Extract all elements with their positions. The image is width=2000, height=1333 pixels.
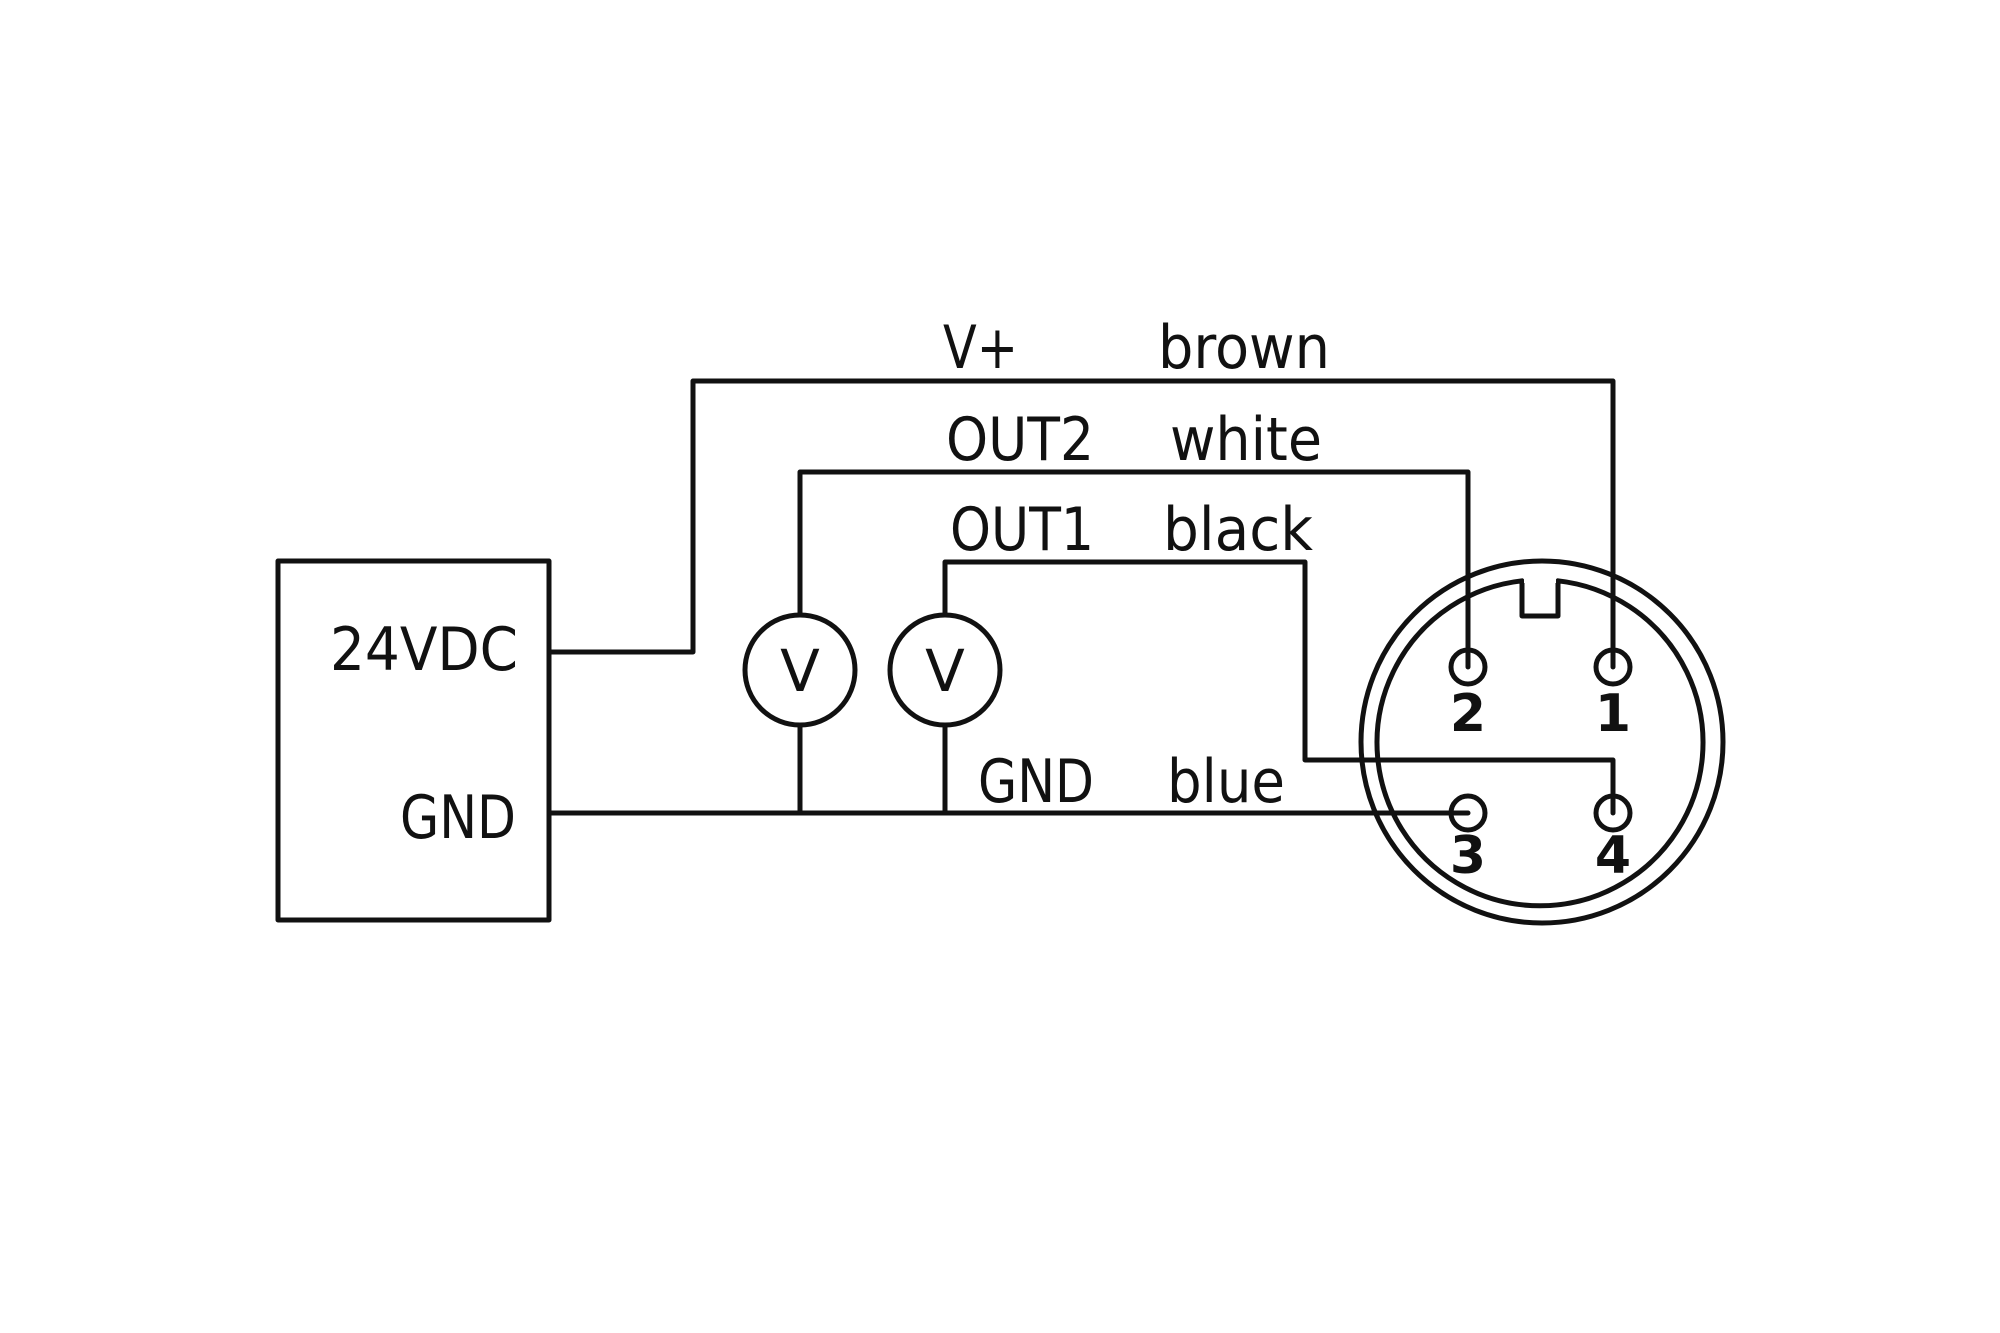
wire-vplus-path (546, 378, 1616, 670)
connector-outer-ring (1358, 558, 1726, 926)
voltmeter-2-symbol: V (925, 637, 965, 705)
pin-2-contact (1448, 647, 1488, 687)
pin-4-label: 4 (1595, 826, 1631, 886)
wire-vplus-signal-label: V+ (943, 313, 1018, 383)
wire-out2-color-label: white (1170, 405, 1322, 475)
connector-pin-3: 3 (1448, 793, 1488, 886)
power-supply-gnd-label: GND (400, 783, 516, 853)
wire-out2-signal-label: OUT2 (946, 405, 1094, 475)
pin-1-contact (1593, 647, 1633, 687)
voltmeter-1-symbol: V (780, 637, 820, 705)
wire-out1-signal-label: OUT1 (950, 495, 1094, 565)
voltmeter-2-circle (887, 612, 1003, 728)
voltmeter-1-circle (742, 612, 858, 728)
wire-out2-white: OUT2 white (797, 405, 1471, 670)
wire-gnd-signal-label: GND (978, 747, 1094, 817)
pin-1-label: 1 (1595, 684, 1631, 744)
wire-gnd-blue: GND blue (546, 722, 1471, 817)
connector-m12: 1 2 3 4 (1358, 558, 1726, 926)
connector-inner-ring-with-key (1374, 578, 1706, 909)
connector-pin-2: 2 (1448, 647, 1488, 744)
power-supply-24vdc-label: 24VDC (330, 615, 518, 685)
wire-out1-black: OUT1 black (942, 495, 1616, 816)
power-supply: 24VDC GND (275, 558, 552, 923)
wire-out2-path (797, 469, 1471, 670)
wire-out1-path (942, 559, 1616, 816)
connector-pin-1: 1 (1593, 647, 1633, 744)
wire-vplus-brown: V+ brown (546, 313, 1616, 670)
wire-vplus-color-label: brown (1158, 313, 1330, 383)
wire-out1-color-label: black (1163, 495, 1314, 565)
pin-4-contact (1593, 793, 1633, 833)
wire-gnd-color-label: blue (1167, 747, 1285, 817)
connector-pin-4: 4 (1593, 793, 1633, 886)
voltmeter-2: V (887, 612, 1003, 728)
pin-3-label: 3 (1450, 826, 1486, 886)
voltmeter-1: V (742, 612, 858, 728)
pin-2-label: 2 (1450, 684, 1486, 744)
pin-3-contact (1448, 793, 1488, 833)
power-supply-box (275, 558, 552, 923)
